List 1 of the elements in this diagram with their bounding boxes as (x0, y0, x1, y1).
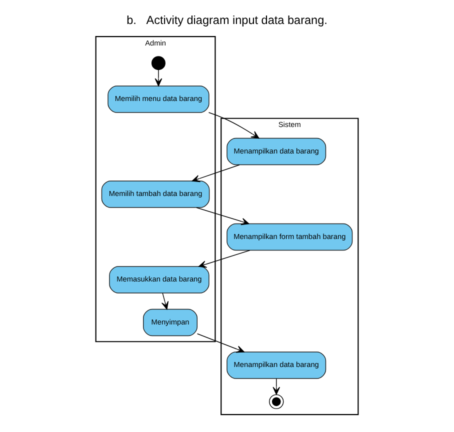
diagram-title: b. Activity diagram input data barang. (126, 14, 328, 27)
